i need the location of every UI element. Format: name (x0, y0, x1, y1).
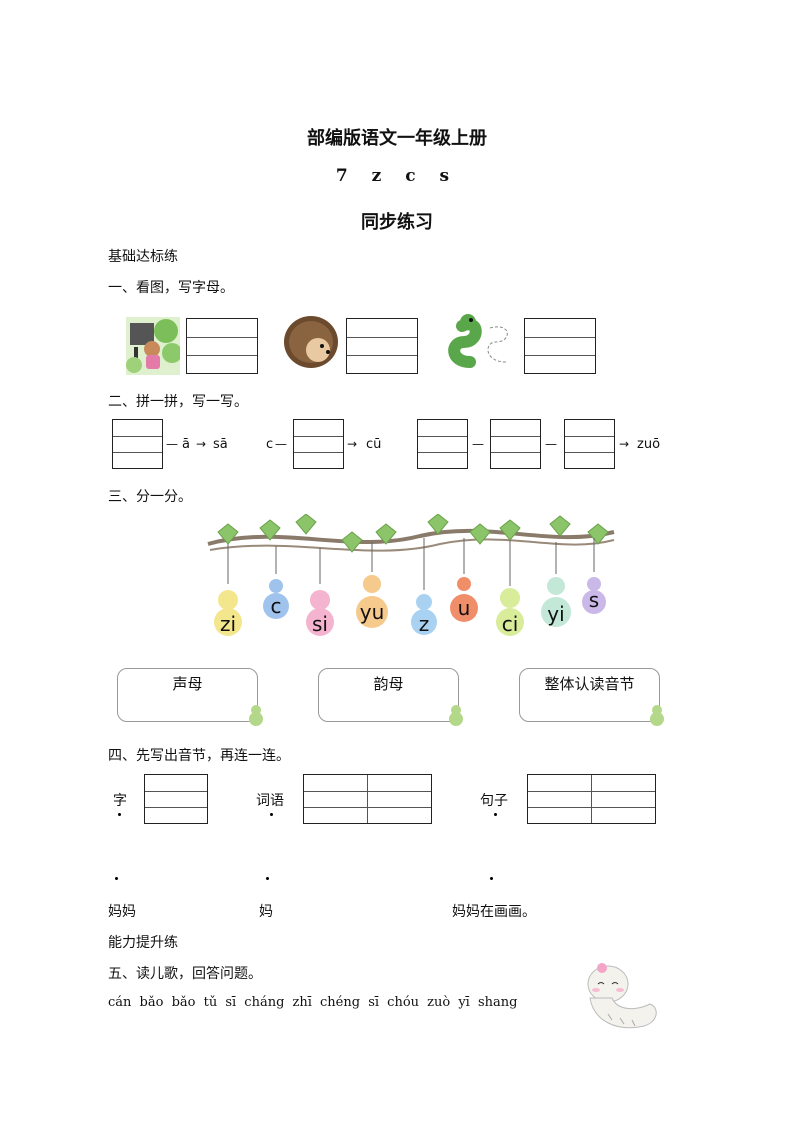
gourd-vine-illustration (207, 514, 615, 636)
gourd-label: si (312, 612, 328, 636)
gourd-label: zi (219, 612, 237, 636)
write-box-1[interactable] (186, 318, 258, 374)
q4-box-2[interactable] (303, 774, 432, 824)
q4-label-1: 字 (113, 793, 127, 809)
section-advanced: 能力提升练 (108, 935, 178, 951)
q2-dash-4: — (545, 437, 557, 451)
q4-box-1[interactable] (144, 774, 208, 824)
gourd-label: c (270, 594, 282, 618)
section-basic: 基础达标练 (108, 249, 178, 265)
connect-dot[interactable] (490, 877, 493, 880)
connect-dot[interactable] (494, 813, 497, 816)
gourd-label: s (588, 588, 600, 612)
q2-result-2: cū (366, 437, 382, 452)
q4-title: 四、先写出音节，再连一连。 (108, 748, 290, 764)
gourd-icon (449, 705, 463, 726)
gourd-icon (249, 705, 263, 726)
lesson-title: 7 z c s (335, 166, 459, 186)
q2-initial-2: c (266, 437, 274, 452)
q2-box-2[interactable] (293, 419, 344, 469)
page-subtitle: 同步练习 (361, 212, 433, 233)
connect-dot[interactable] (115, 877, 118, 880)
q2-result-3: zuō (637, 437, 661, 452)
category-box-whole-syllables[interactable]: 整体认读音节 (519, 668, 660, 722)
q2-arrow-3: → (619, 437, 630, 451)
silkworm-icon (587, 963, 657, 1029)
gourd-label: yu (359, 600, 385, 624)
tree-child-icon (126, 317, 180, 375)
category-box-initials[interactable]: 声母 (117, 668, 258, 722)
gourd-label: u (457, 596, 471, 620)
q2-box-1[interactable] (112, 419, 163, 469)
q2-result-1: sā (213, 437, 228, 452)
q2-dash-1: — (166, 437, 178, 451)
gourd-label: ci (501, 612, 519, 636)
connect-dot[interactable] (266, 877, 269, 880)
gourd-icon (214, 575, 606, 636)
q2-box-5[interactable] (564, 419, 615, 469)
hedgehog-icon (284, 316, 338, 368)
q4-label-2: 词语 (256, 793, 284, 809)
category-label: 整体认读音节 (544, 675, 635, 693)
q2-title: 二、拼一拼，写一写。 (108, 394, 248, 410)
q2-dash-2: — (275, 437, 287, 451)
q4-answer-3: 妈妈在画画。 (452, 904, 536, 920)
q2-box-3[interactable] (417, 419, 468, 469)
gourd-label: yi (547, 602, 565, 626)
connect-dot[interactable] (270, 813, 273, 816)
q2-arrow-1: → (196, 437, 207, 451)
q2-arrow-2: → (347, 437, 358, 451)
category-label: 韵母 (373, 675, 404, 693)
q4-answer-2: 妈 (259, 904, 273, 920)
q5-title: 五、读儿歌，回答问题。 (108, 966, 262, 982)
gourd-icon (650, 705, 664, 726)
category-label: 声母 (172, 675, 203, 693)
q2-vowel-1: ā (182, 437, 190, 452)
gourd-label: z (418, 612, 430, 636)
caterpillar-icon (448, 314, 508, 368)
q5-pinyin: cán bǎo bǎo tǔ sī cháng zhī chéng sī chó… (108, 995, 518, 1010)
q4-box-3[interactable] (527, 774, 656, 824)
q4-label-3: 句子 (480, 793, 508, 809)
write-box-2[interactable] (346, 318, 418, 374)
q2-dash-3: — (472, 437, 484, 451)
q3-title: 三、分一分。 (108, 489, 192, 505)
q4-answer-1: 妈妈 (108, 904, 136, 920)
connect-dot[interactable] (118, 813, 121, 816)
category-box-finals[interactable]: 韵母 (318, 668, 459, 722)
page-title: 部编版语文一年级上册 (307, 128, 487, 149)
q2-box-4[interactable] (490, 419, 541, 469)
q1-title: 一、看图，写字母。 (108, 280, 234, 296)
write-box-3[interactable] (524, 318, 596, 374)
